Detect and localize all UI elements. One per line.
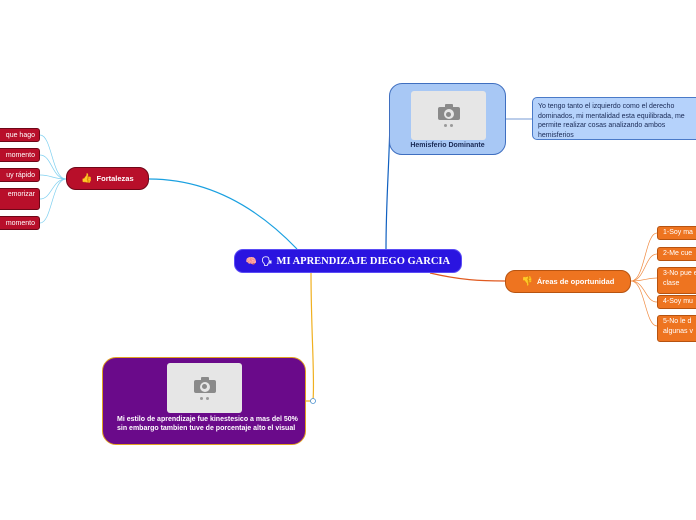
thumbs-up-icon: 👍 <box>81 173 92 184</box>
collapse-handle <box>311 399 316 404</box>
camera-icon <box>194 377 216 393</box>
thumbs-down-icon: 👎 <box>522 276 533 287</box>
image-placeholder <box>411 91 486 140</box>
oportunidad-item[interactable]: 1-Soy ma <box>657 226 696 240</box>
topic-hemisferio-label: Hemisferio Dominante <box>390 142 505 149</box>
topic-estilo[interactable]: Mi estilo de aprendizaje fue kinestesico… <box>102 357 306 445</box>
link-estilo <box>311 273 314 400</box>
camera-icon <box>438 104 460 120</box>
fortaleza-item[interactable]: uy rápido <box>0 168 40 182</box>
central-topic[interactable]: 🧠 🗣 MI APRENDIZAJE DIEGO GARCIA <box>234 249 462 273</box>
central-topic-label: MI APRENDIZAJE DIEGO GARCIA <box>277 256 451 267</box>
fortaleza-item[interactable]: que hago <box>0 128 40 142</box>
oportunidad-item[interactable]: 3-No pue en clase <box>657 267 696 294</box>
fortaleza-item[interactable]: momento <box>0 216 40 230</box>
link-fortalezas <box>149 179 297 249</box>
oportunidad-item[interactable]: 2-Me cue <box>657 247 696 261</box>
fortaleza-item[interactable]: momento <box>0 148 40 162</box>
oportunidad-item[interactable]: 5-No le d algunas v <box>657 315 696 342</box>
topic-oportunidad[interactable]: 👎 Áreas de oportunidad <box>505 270 631 293</box>
topic-fortalezas-label: Fortalezas <box>97 174 134 183</box>
topic-hemisferio[interactable]: Hemisferio Dominante <box>389 83 506 155</box>
fortaleza-item[interactable]: emorizar <box>0 188 40 210</box>
link-oportunidad <box>430 273 505 281</box>
hemisferio-description[interactable]: Yo tengo tanto el izquierdo como el dere… <box>532 97 696 140</box>
head-icon: 🗣 <box>261 256 272 267</box>
oportunidad-item[interactable]: 4-Soy mu <box>657 295 696 309</box>
topic-estilo-text: Mi estilo de aprendizaje fue kinestesico… <box>117 415 299 433</box>
image-placeholder <box>167 363 242 413</box>
topic-fortalezas[interactable]: 👍 Fortalezas <box>66 167 149 190</box>
brain-icon: 🧠 <box>246 256 257 267</box>
topic-oportunidad-label: Áreas de oportunidad <box>537 277 615 286</box>
